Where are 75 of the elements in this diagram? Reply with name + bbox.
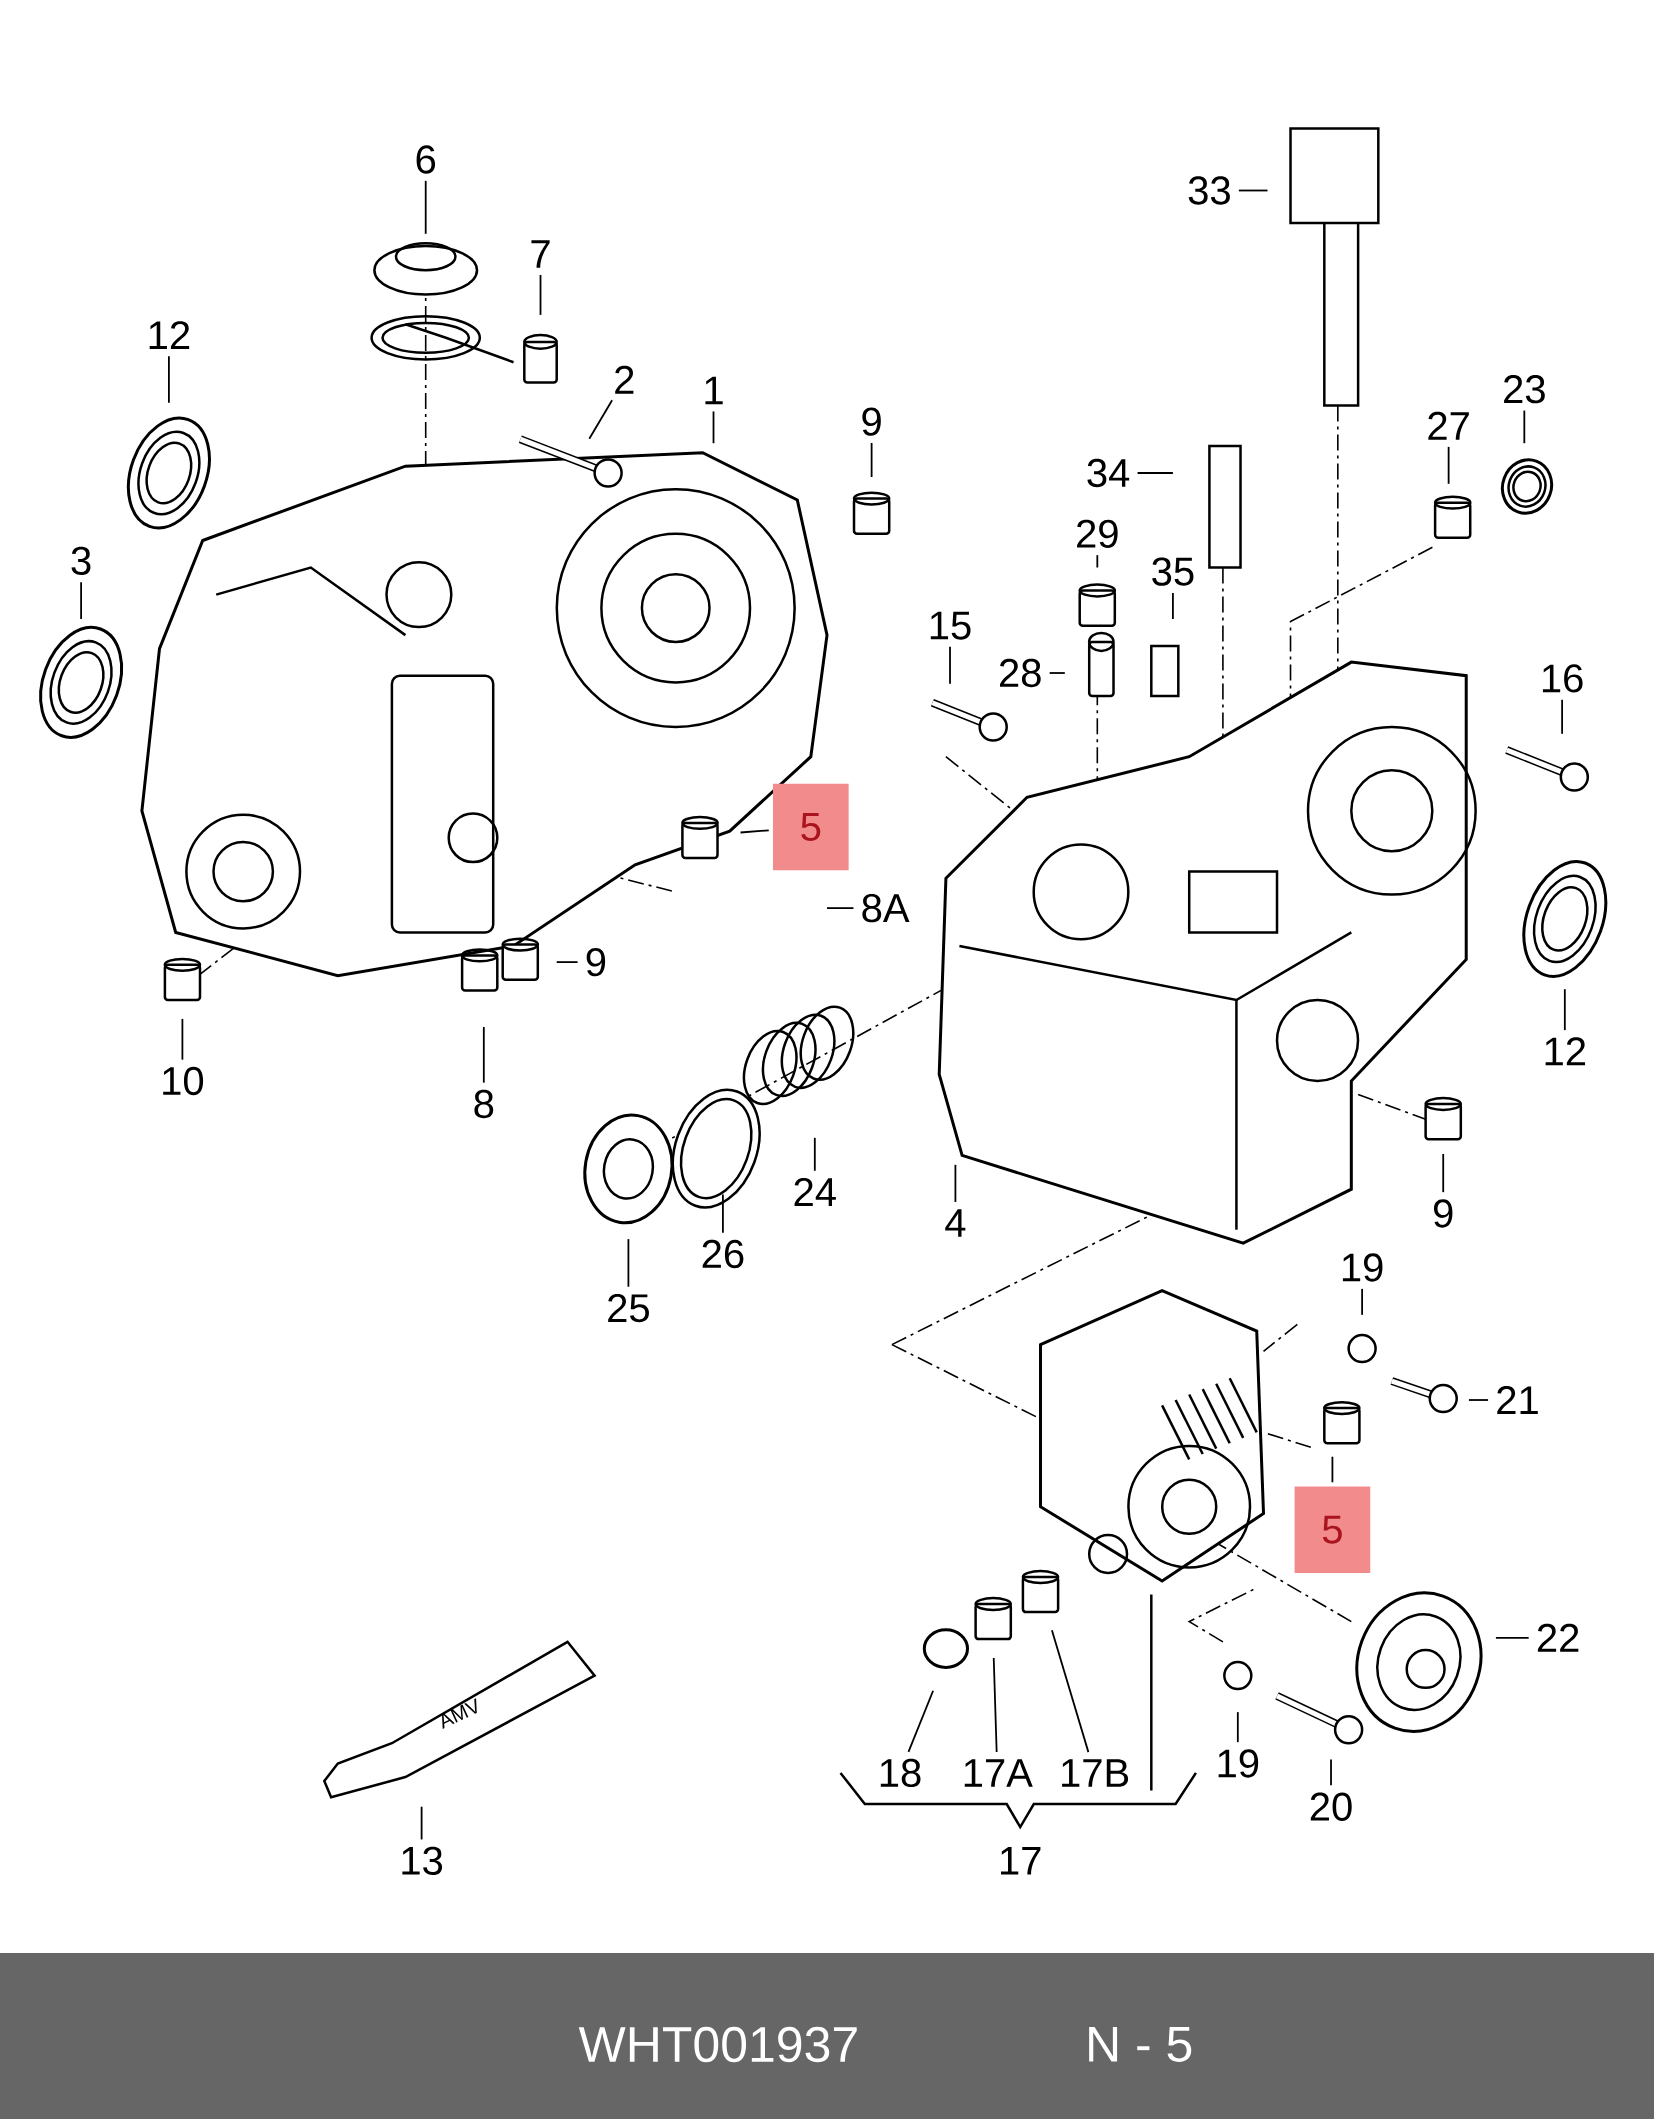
leader-line: [1236, 1711, 1239, 1744]
leader-line: [1561, 698, 1563, 735]
leader-line: [424, 179, 427, 235]
callout-number: 33: [1184, 173, 1235, 208]
callout-number: 27: [1423, 408, 1474, 443]
leader-line: [1442, 1153, 1445, 1194]
callout-number: 12: [1539, 1034, 1591, 1069]
leader-line: [712, 410, 715, 445]
leader-line: [1136, 472, 1174, 474]
callout-number: 13: [396, 1843, 447, 1878]
highlighted-callout: 5: [1294, 1486, 1371, 1573]
leader-line: [80, 581, 82, 620]
callout-number: 25: [603, 1290, 654, 1326]
leader-line: [954, 1163, 957, 1203]
callout-number: 19: [1336, 1250, 1388, 1285]
callout-number: 17B: [1056, 1756, 1134, 1790]
leader-line: [1447, 445, 1450, 485]
tube-lettering: AMV: [441, 1698, 477, 1729]
leader-line: [949, 645, 951, 685]
callout-number: 21: [1492, 1383, 1543, 1417]
leader-line: [1523, 409, 1526, 445]
leader-line: [1048, 672, 1066, 674]
callout-number: 20: [1305, 1789, 1357, 1824]
footer-text: N - 5: [1089, 2027, 1192, 2062]
leader-line: [1172, 592, 1174, 620]
callout-number: 6: [411, 142, 440, 177]
leader-line: [992, 1657, 998, 1753]
leader-line: [1468, 1399, 1489, 1401]
callout-number: 18: [874, 1755, 926, 1791]
leader-line: [1237, 189, 1269, 192]
callout-number: 26: [697, 1236, 749, 1272]
highlighted-callout: 5: [772, 783, 849, 871]
callout-number: 22: [1532, 1620, 1584, 1655]
leader-line: [588, 399, 613, 440]
callout-number: 9: [857, 404, 886, 439]
callout-number: 35: [1147, 554, 1199, 589]
leader-line: [420, 1805, 423, 1841]
callout-number: 2: [610, 362, 639, 397]
callout-number: 19: [1212, 1746, 1264, 1781]
callout-number: 4: [941, 1206, 970, 1240]
leader-line: [482, 1026, 485, 1084]
callout-number: 17A: [958, 1756, 1036, 1790]
leader-line: [1331, 1455, 1334, 1484]
footer-text: WHT001937: [578, 2026, 857, 2063]
leader-line: [870, 442, 873, 478]
leader-line: [813, 1136, 816, 1172]
callout-number: 34: [1082, 455, 1134, 491]
leader-line: [1096, 554, 1099, 569]
callout-number: 17: [1001, 1847, 1041, 1875]
callout-number: 29: [1072, 516, 1123, 551]
leader-line: [1495, 1636, 1530, 1639]
leader-line: [539, 274, 542, 316]
leader-line: [555, 961, 579, 963]
leader-line: [739, 829, 770, 834]
callout-number: 23: [1499, 372, 1550, 407]
callout-number: 8A: [857, 890, 913, 926]
callout-number: 15: [924, 608, 976, 643]
leader-line: [1563, 988, 1566, 1032]
leader-line: [627, 1238, 630, 1288]
callout-number: 16: [1536, 661, 1588, 696]
leader-line: [1361, 1288, 1363, 1316]
callout-number: 12: [143, 318, 195, 353]
leader-line: [181, 1018, 184, 1061]
leader-line: [826, 907, 855, 909]
callout-number: 24: [789, 1174, 841, 1209]
callout-number: 7: [526, 237, 555, 271]
callout-number: 1: [699, 373, 728, 408]
leader-line: [1051, 1629, 1090, 1754]
leader-line: [722, 1193, 724, 1234]
leader-line: [907, 1689, 934, 1753]
callout-number: 10: [157, 1063, 208, 1099]
callout-number: 9: [1429, 1196, 1458, 1231]
leader-line: [168, 355, 170, 404]
leader-line: [1330, 1758, 1332, 1787]
callout-number: 28: [994, 655, 1046, 691]
